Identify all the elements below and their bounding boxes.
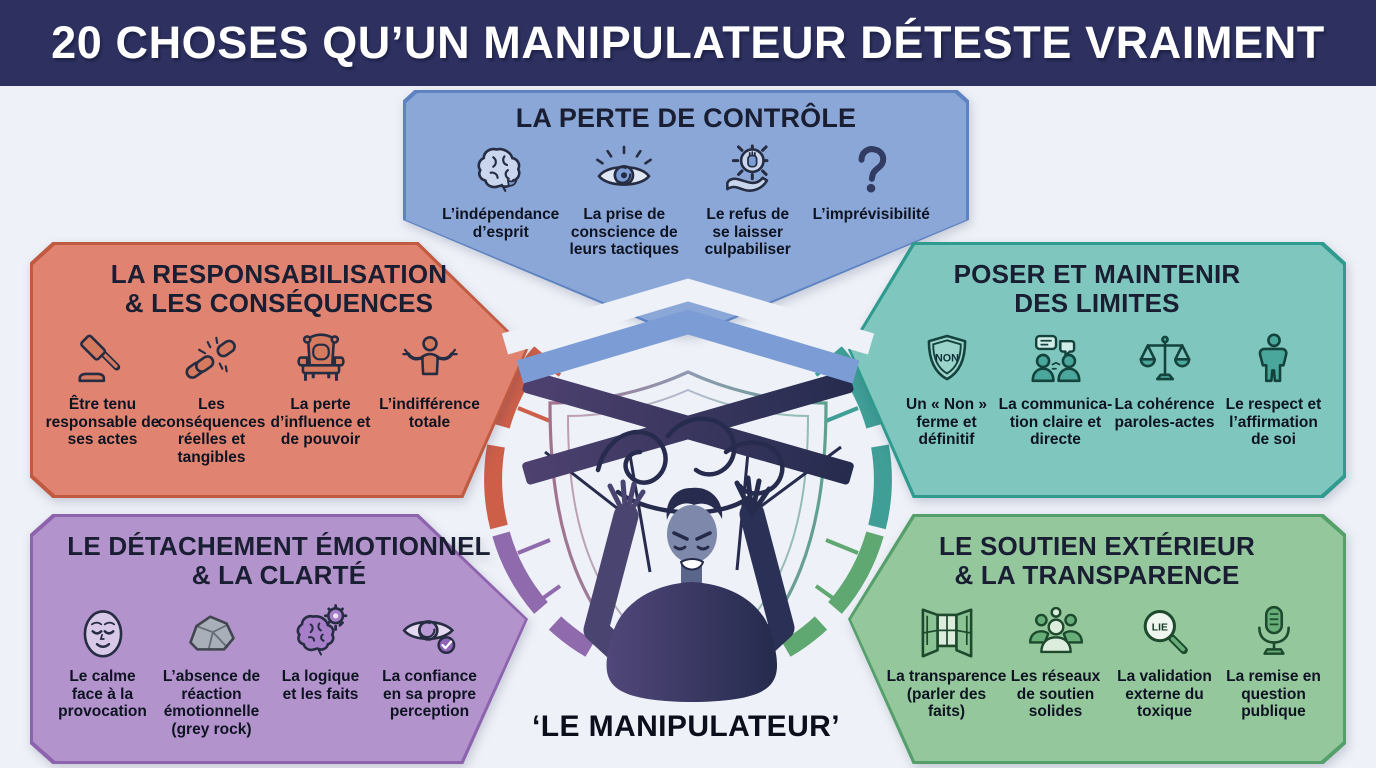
list-item: Être tenu responsable de ses actes xyxy=(45,328,160,466)
item-label: La prise de conscience de leurs tactique… xyxy=(569,206,679,259)
section-soutien: LE SOUTIEN EXTÉRIEUR & LA TRANSPARENCE L… xyxy=(848,514,1346,764)
item-label: Les conséquences réelles et tangibles xyxy=(157,396,266,466)
item-row: L’indépendance d’esprit La prise de consc… xyxy=(403,138,969,259)
section-title: LE SOUTIEN EXTÉRIEUR & LA TRANSPARENCE xyxy=(938,531,1256,591)
section-title: LE DÉTACHEMENT ÉMOTIONNEL & LA CLARTÉ xyxy=(67,531,491,591)
item-row: Le calme face à la provocation L’absence … xyxy=(30,600,528,738)
item-label: L’imprévisibilité xyxy=(812,206,930,224)
list-item: Les réseaux de soutien solides xyxy=(1001,600,1110,721)
shrug-icon xyxy=(399,328,461,392)
section-responsabilisation: LA RESPONSABILISATION & LES CONSÉQUENCES… xyxy=(30,242,528,498)
list-item: La cohérence paroles-actes xyxy=(1110,328,1219,449)
right-hand xyxy=(734,475,772,517)
shield-outline xyxy=(548,370,828,702)
left-hand xyxy=(607,479,646,521)
calm-face-icon xyxy=(72,600,134,664)
item-label: L’indifférence totale xyxy=(379,396,480,431)
manipulator-label: ‘LE MANIPULATEUR’ xyxy=(532,710,840,743)
eye-check-icon xyxy=(399,600,461,664)
gavel-icon xyxy=(72,328,134,392)
eye-awareness-icon xyxy=(593,138,655,202)
item-label: L’absence de réaction émotionnelle (grey… xyxy=(162,668,261,738)
title-banner: 20 CHOSES QU’UN MANIPULATEUR DÉTESTE VRA… xyxy=(0,0,1376,86)
item-label: Les réseaux de soutien solides xyxy=(1010,668,1101,721)
section-title: LA PERTE DE CONTRÔLE xyxy=(515,103,857,133)
list-item: Le refus de se laisser culpabiliser xyxy=(686,138,810,259)
item-label: Le respect et l’affirmation de soi xyxy=(1225,396,1322,449)
list-item: La remise en question publique xyxy=(1219,600,1328,721)
section-limites: POSER ET MAINTENIR DES LIMITES NON Un « N… xyxy=(848,242,1346,498)
item-label: La transparence (parler des faits) xyxy=(886,668,1007,721)
item-label: La perte d’influence et de pouvoir xyxy=(270,396,371,449)
item-label: La confiance en sa propre perception xyxy=(382,668,477,721)
web-ring xyxy=(484,346,892,657)
list-item: L’absence de réaction émotionnelle (grey… xyxy=(157,600,266,738)
list-item: La perte d’influence et de pouvoir xyxy=(266,328,375,466)
scales-icon xyxy=(1134,328,1196,392)
svg-text:NON: NON xyxy=(935,353,959,365)
svg-text:LIE: LIE xyxy=(1151,623,1167,634)
main-title: 20 CHOSES QU’UN MANIPULATEUR DÉTESTE VRA… xyxy=(51,17,1325,68)
section-title: LA RESPONSABILISATION & LES CONSÉQUENCES xyxy=(110,259,448,319)
item-label: La validation externe du toxique xyxy=(1117,668,1212,721)
section-detachement: LE DÉTACHEMENT ÉMOTIONNEL & LA CLARTÉ Le… xyxy=(30,514,528,764)
item-label: La communica- tion claire et directe xyxy=(998,396,1113,449)
tangled-strings xyxy=(595,416,785,515)
list-item: La communica- tion claire et directe xyxy=(998,328,1113,449)
section-title: POSER ET MAINTENIR DES LIMITES xyxy=(953,259,1241,319)
list-item: NON Un « Non » ferme et définitif xyxy=(892,328,1001,449)
marionette-figure xyxy=(522,370,854,702)
puppet-strings xyxy=(544,445,842,573)
item-label: Le refus de se laisser culpabiliser xyxy=(704,206,791,259)
list-item: L’indépendance d’esprit xyxy=(439,138,563,259)
shield-non-icon: NON xyxy=(916,328,978,392)
list-item: L’imprévisibilité xyxy=(810,138,934,259)
item-label: Un « Non » ferme et définitif xyxy=(906,396,987,449)
standing-person-icon xyxy=(1243,328,1305,392)
conversation-icon xyxy=(1025,328,1087,392)
list-item: La prise de conscience de leurs tactique… xyxy=(563,138,687,259)
throne-icon xyxy=(290,328,352,392)
brain-icon xyxy=(470,138,532,202)
item-label: Le calme face à la provocation xyxy=(58,668,147,721)
rock-icon xyxy=(181,600,243,664)
brain-gear-icon xyxy=(290,600,352,664)
list-item: La logique et les faits xyxy=(266,600,375,738)
item-label: La logique et les faits xyxy=(281,668,360,703)
item-label: La remise en question publique xyxy=(1226,668,1321,721)
open-window-icon xyxy=(916,600,978,664)
people-group-icon xyxy=(1025,600,1087,664)
list-item: Les conséquences réelles et tangibles xyxy=(157,328,266,466)
list-item: La transparence (parler des faits) xyxy=(887,600,1006,721)
list-item: Le respect et l’affirmation de soi xyxy=(1219,328,1328,449)
item-label: L’indépendance d’esprit xyxy=(442,206,560,241)
item-label: Être tenu responsable de ses actes xyxy=(45,396,160,449)
list-item: La confiance en sa propre perception xyxy=(375,600,484,738)
puppet-crossbar xyxy=(522,370,854,485)
question-mark-icon xyxy=(840,138,902,202)
microphone-icon xyxy=(1243,600,1305,664)
hand-gear-icon xyxy=(717,138,779,202)
list-item: L’indifférence totale xyxy=(375,328,484,466)
item-row: La transparence (parler des faits)Les ré… xyxy=(848,600,1346,721)
puppet-crossbar xyxy=(522,370,854,485)
list-item: LIE La validation externe du toxique xyxy=(1110,600,1219,721)
list-item: Le calme face à la provocation xyxy=(48,600,157,738)
magnifier-lie-icon: LIE xyxy=(1134,600,1196,664)
broken-chain-icon xyxy=(181,328,243,392)
item-label: La cohérence paroles-actes xyxy=(1114,396,1215,431)
